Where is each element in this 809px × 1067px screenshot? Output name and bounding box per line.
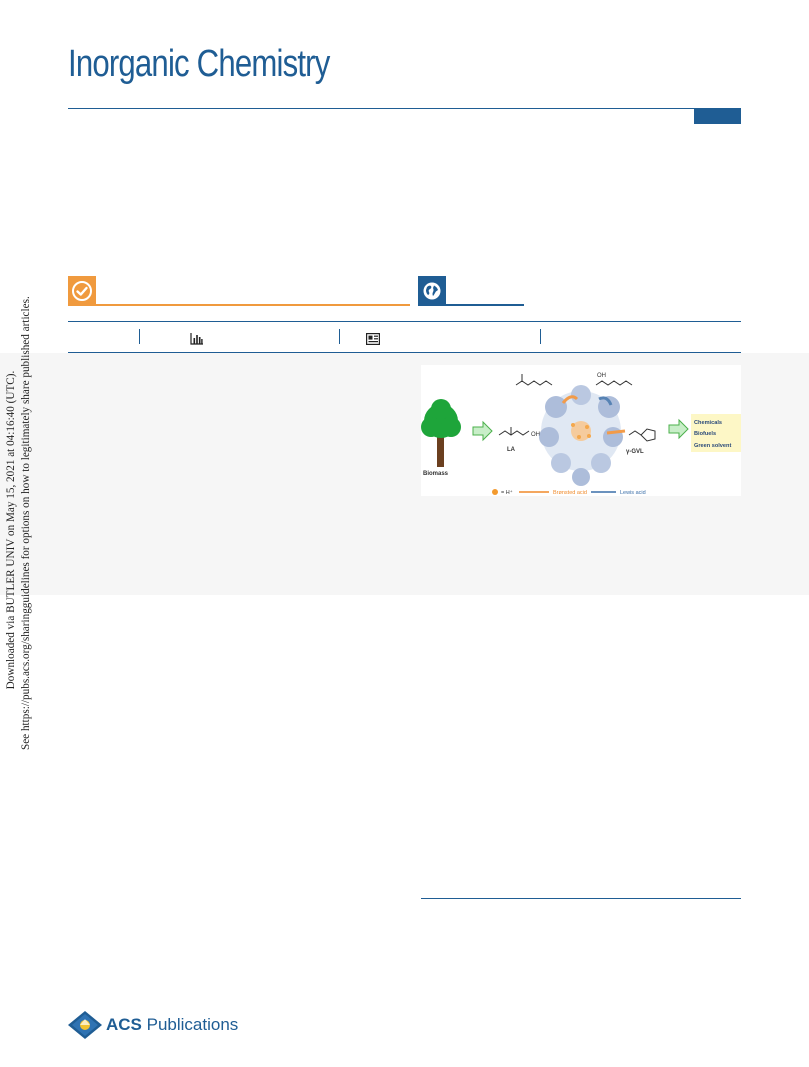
gvl-label: γ-GVL xyxy=(626,449,644,455)
biomass-label: Biomass xyxy=(423,471,449,477)
acs-publications-wordmark: ACS Publications xyxy=(106,1015,238,1035)
header-rule xyxy=(68,108,741,109)
globe-icon xyxy=(418,276,446,306)
metrics-separator xyxy=(339,329,340,344)
oh-label: OH xyxy=(531,432,540,438)
proton-legend-marker xyxy=(492,489,498,495)
acs-logo-icon xyxy=(68,1011,102,1039)
acs-publications-logo[interactable]: ACS Publications xyxy=(68,1011,238,1039)
mof-framework xyxy=(539,385,626,486)
download-notice-line: Downloaded via BUTLER UNIV on May 15, 20… xyxy=(5,370,17,690)
metrics-chart-icon[interactable] xyxy=(190,332,204,350)
checkmark-badge-icon xyxy=(68,276,96,306)
metrics-separator xyxy=(139,329,140,344)
acs-wordmark-strong: ACS xyxy=(106,1015,142,1034)
badge-underline xyxy=(418,304,524,306)
journal-title: Inorganic Chemistry xyxy=(68,43,330,85)
tree-icon xyxy=(421,399,461,467)
peer-reviewed-badge[interactable] xyxy=(68,276,410,306)
la-label: LA xyxy=(507,447,516,453)
legend-bronsted: Brønsted acid xyxy=(553,490,587,496)
oh-label-2: OH xyxy=(597,373,606,379)
open-access-badge[interactable] xyxy=(418,276,524,306)
legend-lewis: Lewis acid xyxy=(620,490,646,496)
product-label: Chemicals xyxy=(694,420,722,426)
footnote-rule xyxy=(421,898,741,899)
product-label: Biofuels xyxy=(694,431,716,437)
recommendations-icon[interactable] xyxy=(366,332,381,350)
badge-underline xyxy=(68,304,410,306)
metrics-bar-bottom-rule xyxy=(68,352,741,353)
green-arrow-icon xyxy=(668,418,689,440)
metrics-separator xyxy=(540,329,541,344)
header-tab xyxy=(694,109,741,124)
download-notice-line: See https://pubs.acs.org/sharingguidelin… xyxy=(20,296,32,750)
green-arrow-icon xyxy=(472,420,493,442)
legend-proton: = H⁺ xyxy=(501,489,513,496)
download-notice: Downloaded via BUTLER UNIV on May 15, 20… xyxy=(4,296,36,750)
products-box xyxy=(691,414,741,452)
acs-wordmark-rest: Publications xyxy=(141,1015,239,1034)
toc-graphic: Biomass OH LA OH xyxy=(421,365,741,496)
product-label: Green solvent xyxy=(694,443,731,449)
metrics-bar-top-rule xyxy=(68,321,741,322)
